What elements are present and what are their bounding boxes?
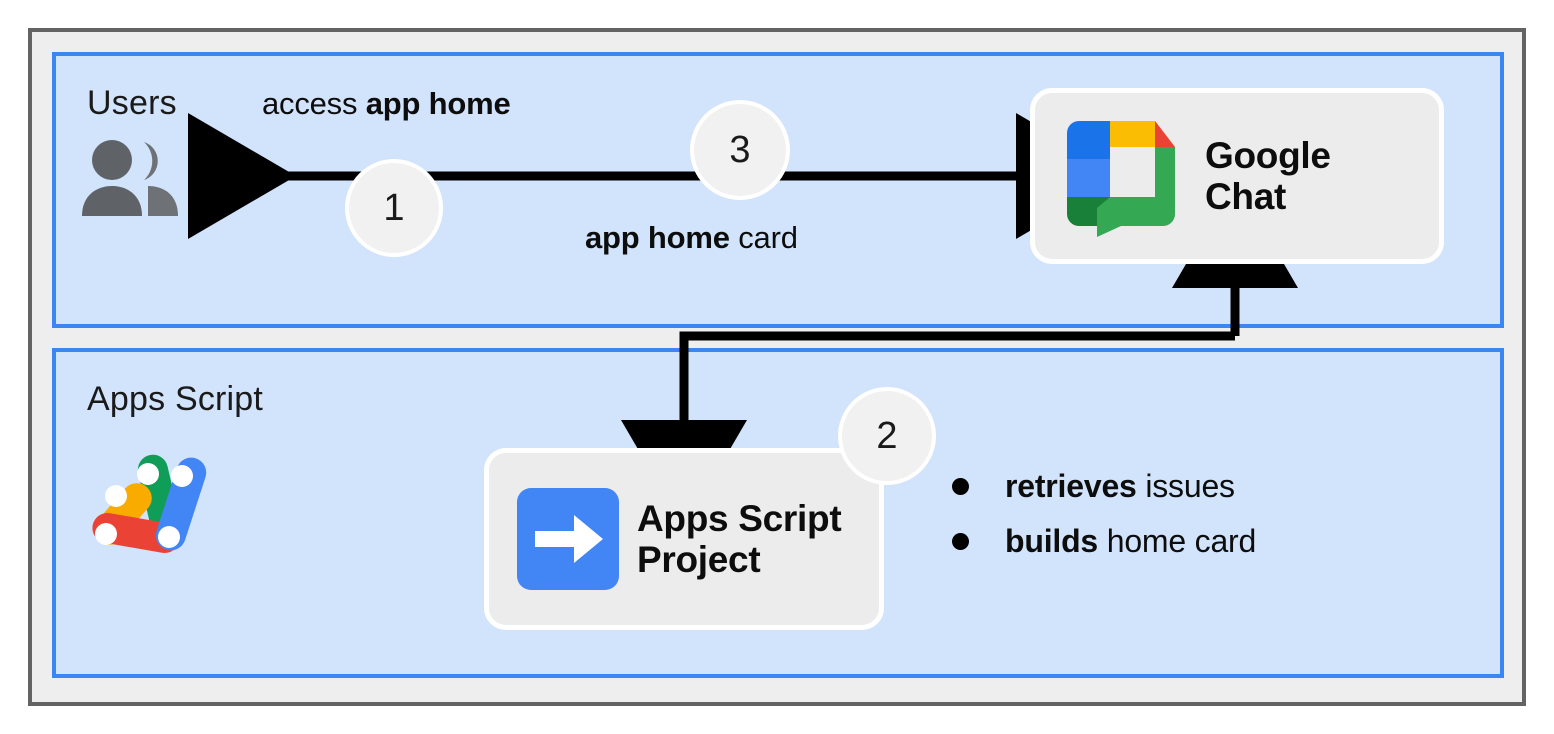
node-apps-script-project-label: Apps Script Project [637, 497, 842, 580]
list-item-bold: retrieves [1005, 468, 1137, 504]
list-item-plain: issues [1136, 468, 1235, 504]
list-item-bold: builds [1005, 523, 1099, 559]
list-item: retrieves issues [952, 468, 1256, 505]
list-item: builds home card [952, 523, 1256, 560]
step-badge-1: 1 [345, 159, 443, 257]
edge-label-card-bold: app home [585, 220, 730, 255]
step-badge-3: 3 [690, 100, 790, 200]
list-item-text: builds home card [1005, 523, 1256, 560]
panel-title-users: Users [87, 84, 177, 122]
edge-label-access-bold: app home [365, 86, 511, 121]
list-item-text: retrieves issues [1005, 468, 1235, 505]
edge-label-access-plain: access [262, 86, 366, 121]
step-badge-2: 2 [838, 387, 936, 485]
google-chat-logo-icon [1067, 121, 1175, 237]
bullet-dot-icon [952, 478, 969, 495]
project-actions-list: retrieves issues builds home card [952, 468, 1256, 560]
edge-label-access: access app home [262, 86, 511, 122]
apps-script-logo-icon [92, 454, 207, 554]
list-item-plain: home card [1098, 523, 1257, 559]
node-google-chat-label: Google Chat [1205, 134, 1331, 217]
edge-label-card-plain: card [729, 220, 798, 255]
apps-script-project-icon [517, 488, 619, 590]
panel-title-apps-script: Apps Script [87, 380, 264, 418]
edge-label-app-home-card: app home card [585, 220, 798, 256]
node-google-chat[interactable]: Google Chat [1030, 88, 1444, 264]
users-icon [82, 140, 178, 216]
bullet-dot-icon [952, 533, 969, 550]
node-apps-script-project[interactable]: Apps Script Project [484, 448, 884, 630]
